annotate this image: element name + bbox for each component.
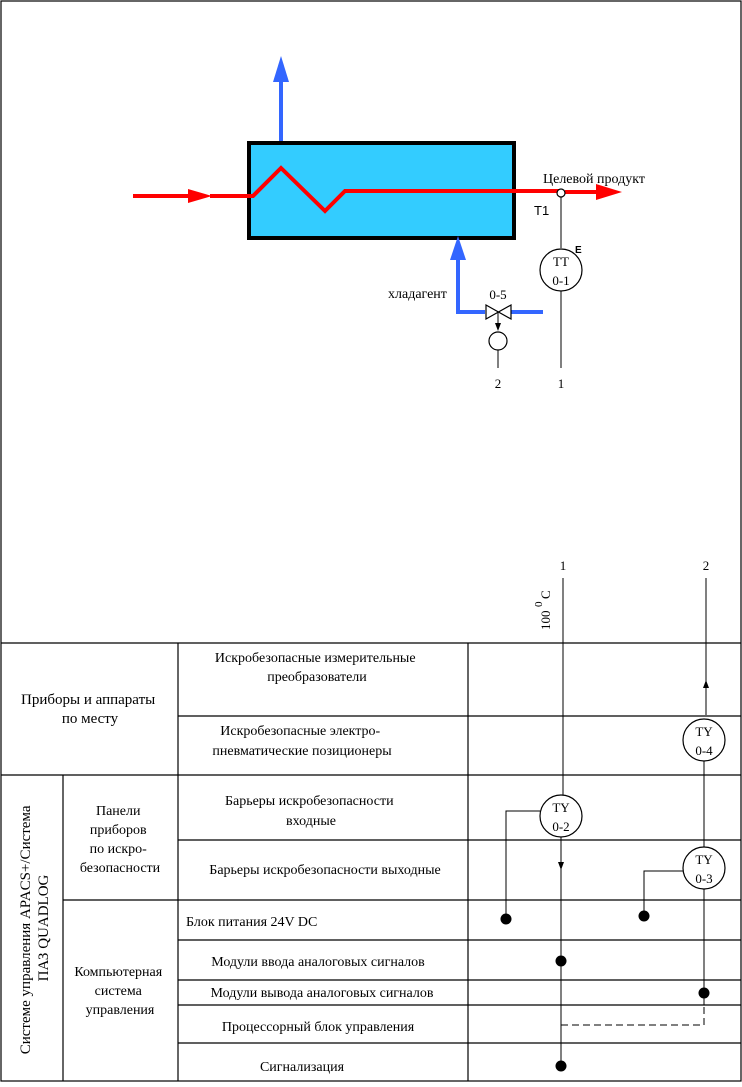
ty-0-3-power-lead bbox=[643, 870, 683, 916]
row-label-power-supply: Блок питания 24V DC bbox=[186, 915, 317, 930]
coolant-arrow bbox=[450, 236, 466, 260]
processor-dashed-link bbox=[561, 1005, 705, 1026]
ty-0-2-power-lead bbox=[505, 810, 540, 919]
alarm-node bbox=[555, 1060, 567, 1072]
coolant-label: хладагент bbox=[388, 287, 447, 302]
valve-actuator bbox=[488, 331, 508, 351]
sensor-point bbox=[556, 188, 566, 198]
row-label-processor: Процессорный блок управления bbox=[222, 1020, 415, 1035]
range-value: 100 bbox=[538, 611, 553, 631]
row-label-input-barriers: Барьеры искробезопасности входные bbox=[225, 794, 397, 829]
signal-line-2-arrow bbox=[703, 680, 709, 688]
product-coil bbox=[210, 165, 560, 214]
subgroup-computer-label: Компьютерная система управления bbox=[74, 965, 165, 1018]
table-grid bbox=[1, 642, 741, 1081]
power-node-1 bbox=[500, 913, 512, 925]
product-label: Целевой продукт bbox=[543, 172, 645, 187]
range-superscript: 0 bbox=[533, 601, 545, 607]
row-label-analog-input: Модули ввода аналоговых сигналов bbox=[211, 955, 425, 970]
analog-output-node bbox=[698, 987, 710, 999]
ty-0-3-tag: TY bbox=[695, 852, 713, 867]
ty-0-2-tag: TY bbox=[552, 800, 570, 815]
range-label: 100 0 C bbox=[533, 590, 553, 630]
valve-label: 0-5 bbox=[489, 287, 506, 302]
vapor-outlet-arrow bbox=[273, 56, 289, 82]
tag-t1: T1 bbox=[534, 203, 549, 218]
process-line-2-label: 2 bbox=[495, 376, 502, 391]
ty-0-4-tag: TY bbox=[695, 724, 713, 739]
row-label-alarm: Сигнализация bbox=[260, 1060, 345, 1075]
ty-0-3-number: 0-3 bbox=[695, 871, 712, 886]
power-node-2 bbox=[638, 910, 650, 922]
field-line-2-label: 2 bbox=[703, 558, 710, 573]
ty-0-2-number: 0-2 bbox=[552, 819, 569, 834]
tt-tag: TT bbox=[553, 254, 569, 269]
tt-number: 0-1 bbox=[552, 273, 569, 288]
product-outlet-arrow bbox=[596, 184, 622, 200]
process-line-1-label: 1 bbox=[558, 376, 565, 391]
valve-stem-arrow bbox=[495, 323, 501, 331]
row-label-measuring-transducers: Искробезопасные измерительные преобразов… bbox=[215, 651, 419, 685]
tag-e: E bbox=[575, 245, 582, 256]
row-label-positioners: Искробезопасные электро- пневматические … bbox=[212, 724, 392, 759]
subgroup-panels-label: Панели приборов по искро- безопасности bbox=[80, 804, 161, 876]
ty-0-4-number: 0-4 bbox=[695, 743, 713, 758]
row-label-analog-output: Модули вывода аналоговых сигналов bbox=[211, 986, 434, 1001]
row-label-output-barriers: Барьеры искробезопасности выходные bbox=[209, 863, 440, 878]
signal-line-1-arrow bbox=[558, 862, 564, 870]
analog-input-node bbox=[555, 955, 567, 967]
feed-arrow bbox=[188, 189, 212, 203]
coolant-line-return bbox=[456, 258, 485, 314]
range-unit: C bbox=[538, 590, 553, 599]
field-line-1-label: 1 bbox=[560, 558, 567, 573]
group-system-label: Системе управления APACS+/Система ПАЗ QU… bbox=[18, 802, 52, 1055]
group-field-label: Приборы и аппараты по месту bbox=[21, 692, 159, 727]
